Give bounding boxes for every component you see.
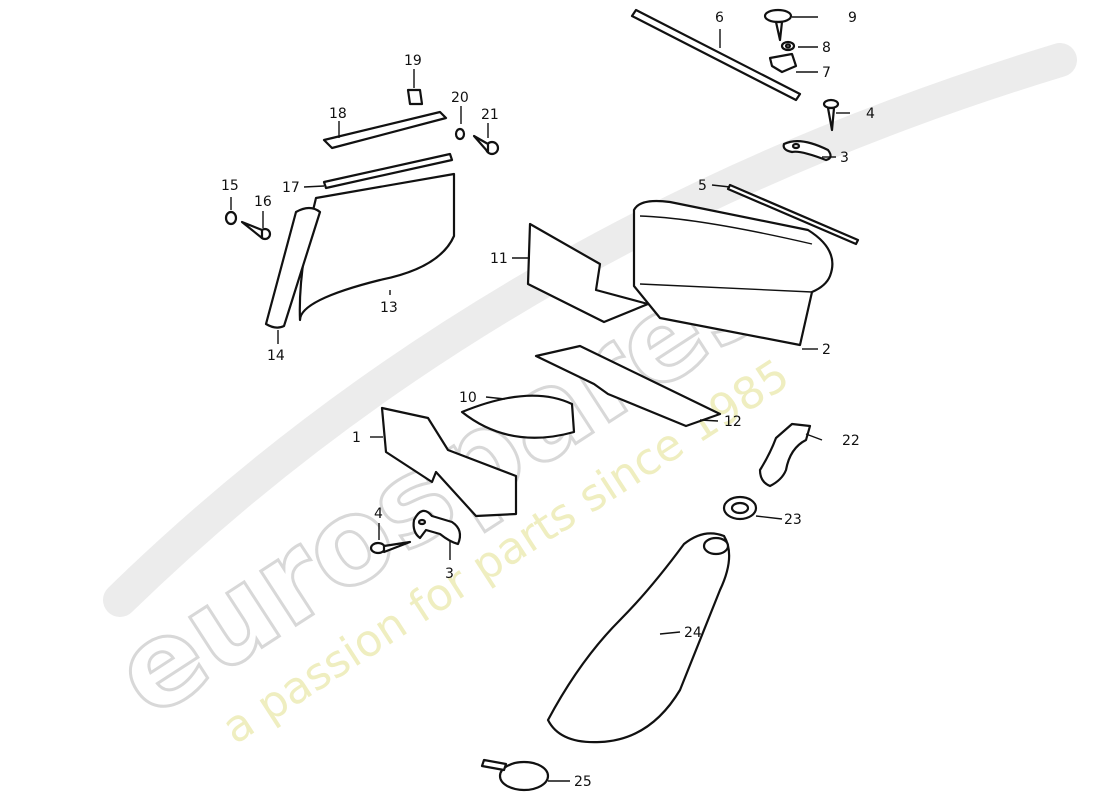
callout-14: 14 <box>267 348 285 364</box>
callout-5: 5 <box>698 178 707 194</box>
part-13-side-trim <box>298 172 456 322</box>
callout-9: 9 <box>848 10 857 26</box>
callout-3-lower: 3 <box>445 566 454 582</box>
callout-20: 20 <box>451 90 469 106</box>
part-12-floor-mat <box>534 344 722 428</box>
part-9-screw <box>763 8 793 42</box>
part-4-screw-upper <box>822 98 840 132</box>
callout-12: 12 <box>724 414 742 430</box>
part-6-trim-strip <box>630 8 802 102</box>
part-3-handle-lower <box>412 509 462 546</box>
callout-18: 18 <box>329 106 347 122</box>
part-23-grommet <box>722 495 758 521</box>
callout-8: 8 <box>822 40 831 56</box>
callout-11: 11 <box>490 251 508 267</box>
part-20-washer <box>454 127 466 141</box>
callout-7: 7 <box>822 65 831 81</box>
part-17-strip <box>322 152 454 190</box>
callout-21: 21 <box>481 107 499 123</box>
callout-25: 25 <box>574 774 592 790</box>
part-24-hose <box>546 532 731 744</box>
callout-10: 10 <box>459 390 477 406</box>
callout-1: 1 <box>352 430 361 446</box>
callout-23: 23 <box>784 512 802 528</box>
part-21-screw <box>472 134 500 156</box>
part-2-rear-panel <box>632 199 834 347</box>
callout-3-upper: 3 <box>840 150 849 166</box>
callout-4-upper: 4 <box>866 106 875 122</box>
callout-17: 17 <box>282 180 300 196</box>
watermark: eurospares a passion for parts since 198… <box>89 43 1077 754</box>
part-4-screw-lower <box>369 540 412 555</box>
part-16-screw <box>240 220 272 241</box>
callout-4-lower: 4 <box>374 506 383 522</box>
part-25-hose-clamp <box>480 758 550 792</box>
part-22-filler-neck <box>758 422 812 488</box>
callout-24: 24 <box>684 625 702 641</box>
part-7-clip <box>768 52 798 74</box>
callout-6: 6 <box>715 10 724 26</box>
callout-2: 2 <box>822 342 831 358</box>
callout-16: 16 <box>254 194 272 210</box>
callout-labels: 1 2 3 3 4 4 5 6 7 8 9 10 11 12 13 14 15 … <box>221 10 875 790</box>
part-19-clip <box>406 88 424 106</box>
leader-lines <box>230 16 850 782</box>
part-18-strip <box>322 110 448 150</box>
callout-15: 15 <box>221 178 239 194</box>
part-15-washer <box>224 210 238 226</box>
part-8-washer <box>780 40 796 52</box>
callout-13: 13 <box>380 300 398 316</box>
callout-22: 22 <box>842 433 860 449</box>
part-3-handle-upper <box>782 139 832 162</box>
part-5-rod <box>726 183 860 246</box>
callout-19: 19 <box>404 53 422 69</box>
part-1-front-mat <box>380 406 518 518</box>
part-14-narrow-trim <box>264 206 322 329</box>
part-11-side-panel <box>526 222 650 324</box>
